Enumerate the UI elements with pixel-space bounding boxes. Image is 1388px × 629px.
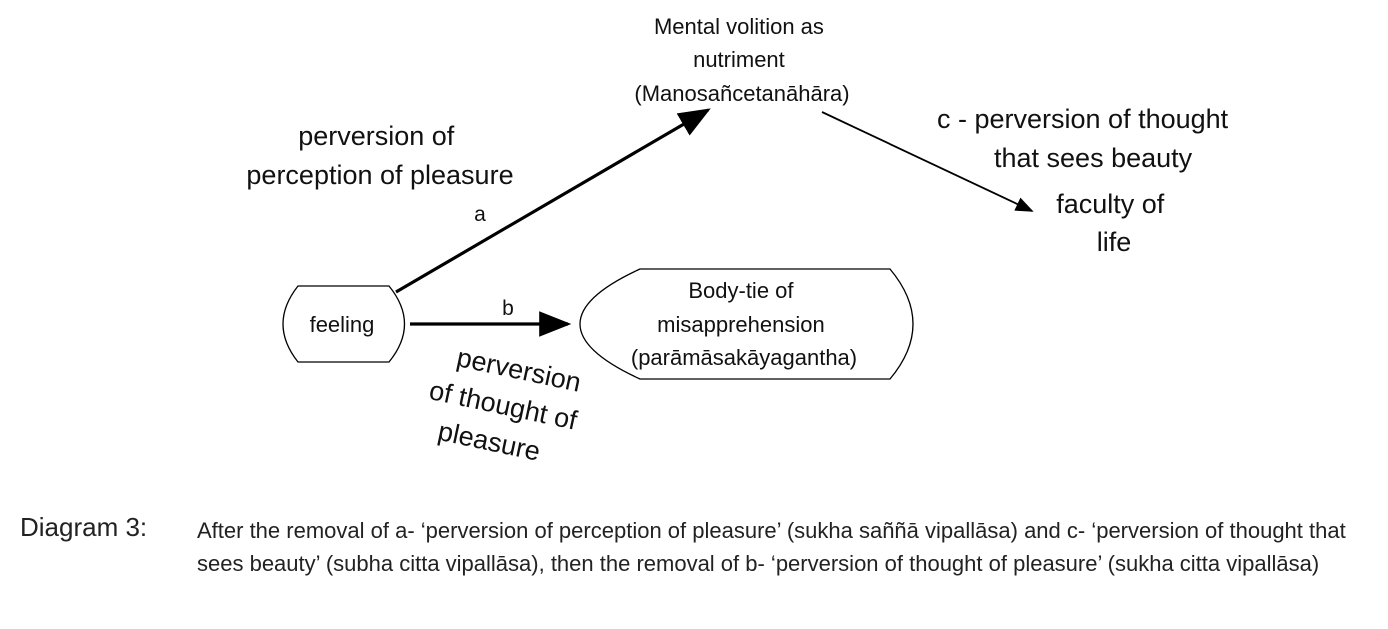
faculty-of-life-node-label: faculty of life — [1056, 189, 1172, 257]
edge-c-label-line-2: that sees beauty — [994, 143, 1193, 173]
faculty-of-life-line-2: life — [1097, 227, 1132, 257]
edge-b-label: perversion of thought of pleasure — [419, 338, 595, 474]
caption-label: Diagram 3: — [20, 512, 148, 542]
feeling-node-shape — [282, 285, 406, 363]
caption-text: After the removal of a- ‘perversion of p… — [197, 518, 1346, 576]
mental-volition-line-3: (Manosañcetanāhāra) — [634, 81, 849, 106]
faculty-of-life-line-1: faculty of — [1056, 189, 1165, 219]
body-tie-line-1: Body-tie of — [688, 278, 794, 303]
body-tie-node-shape — [579, 268, 914, 380]
edge-a-label: perversion of perception of pleasure — [246, 121, 513, 190]
body-tie-node-label: Body-tie of misapprehension (parāmāsakāy… — [631, 278, 857, 370]
edge-a-label-line-1: perversion of — [298, 121, 455, 151]
edge-c-label: c - perversion of thought that sees beau… — [937, 104, 1236, 173]
body-tie-line-2: misapprehension — [657, 312, 825, 337]
edge-c-label-line-1: c - perversion of thought — [937, 104, 1229, 134]
body-tie-line-3: (parāmāsakāyagantha) — [631, 345, 857, 370]
edge-a-label-line-2: perception of pleasure — [246, 160, 513, 190]
feeling-node-label: feeling — [310, 312, 375, 337]
edge-a-arrow — [395, 108, 711, 294]
mental-volition-node-label: Mental volition as nutriment (Manosañcet… — [634, 14, 849, 106]
edge-c-arrow — [821, 111, 1034, 212]
edge-a-letter: a — [474, 203, 486, 226]
mental-volition-line-1: Mental volition as — [654, 14, 824, 39]
mental-volition-line-2: nutriment — [693, 47, 785, 72]
edge-b-letter: b — [502, 297, 514, 320]
